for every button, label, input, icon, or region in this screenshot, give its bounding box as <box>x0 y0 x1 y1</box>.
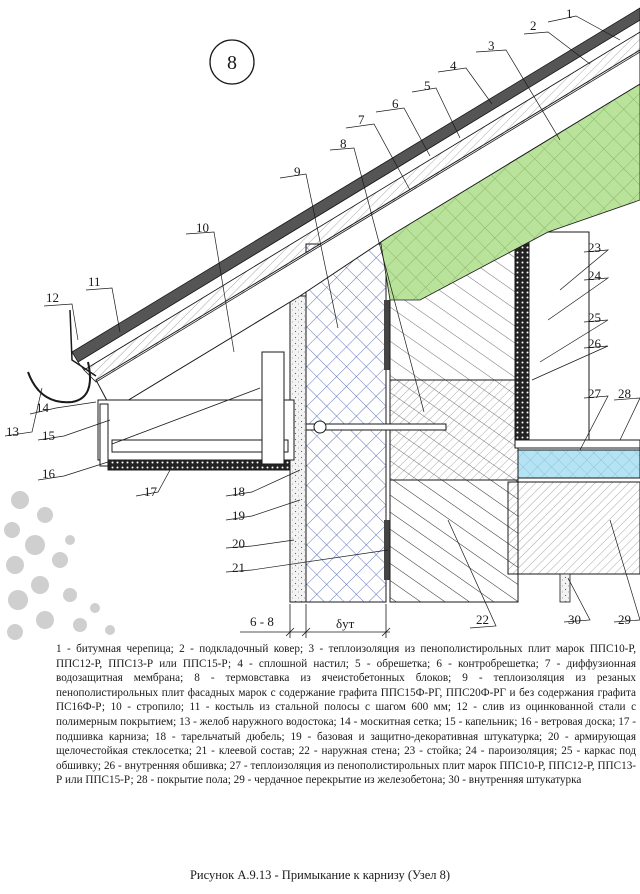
callout-18: 18 <box>232 484 245 499</box>
decorative-dots <box>4 491 115 640</box>
eave-assembly <box>97 351 295 471</box>
legend-item: 19 - базовая и защитно-декоративная штук… <box>290 730 543 743</box>
callout-21: 21 <box>232 560 245 575</box>
callout-23: 23 <box>588 240 601 255</box>
callout-30: 30 <box>568 612 581 627</box>
figure-caption: Рисунок А.9.13 - Примыкание к карнизу (У… <box>189 868 451 882</box>
knee-wall-outer <box>514 231 530 441</box>
node-number: 8 <box>227 52 237 74</box>
legend-item: 8 - термовставка из ячеистобетонных блок… <box>194 672 452 685</box>
disc-dowel <box>305 420 447 434</box>
detail-drawing: 8 <box>4 6 640 640</box>
dimension-left: 6 - 8 <box>250 614 274 629</box>
legend-item: 6 - контробрешетка; <box>436 657 539 670</box>
legend-item: 5 - обрешетка; <box>355 657 431 670</box>
callout-26: 26 <box>588 336 602 351</box>
callout-27: 27 <box>588 386 602 401</box>
callout-17: 17 <box>144 484 158 499</box>
legend-item: 2 - подкладочный ковер; <box>179 643 304 655</box>
attic-slab <box>507 481 640 575</box>
legend-item: 24 - пароизоляция; <box>465 745 558 758</box>
callout-11: 11 <box>88 274 101 289</box>
legend-item: 25 - каркас под обшивку; <box>56 745 637 772</box>
legend-item: 26 - внутренняя обшивка; <box>103 759 227 772</box>
callout-2: 2 <box>530 18 537 33</box>
legend-item: 28 - покрытие пола; <box>136 774 231 787</box>
legend-item: 18 - тарельчатый дюбель; <box>154 730 285 743</box>
leader-lines <box>4 15 640 629</box>
callout-22: 22 <box>476 612 489 627</box>
legend-item: 11 - костыль из стальной полосы с шагом … <box>189 701 451 714</box>
callout-4: 4 <box>450 58 457 73</box>
legend-item: 16 - ветровая доска; <box>520 715 616 728</box>
legend-item: 20 - армирующая щелочестойкая стеклосетк… <box>56 730 637 758</box>
callout-19: 19 <box>232 508 245 523</box>
callout-3: 3 <box>488 38 495 53</box>
knee-wall-stand <box>528 231 590 441</box>
callout-13: 13 <box>6 424 19 439</box>
callout-29: 29 <box>618 612 631 627</box>
legend-item: 29 - чердачное перекрытие из железобетон… <box>233 774 446 787</box>
floor-insulation <box>517 449 640 479</box>
callout-12: 12 <box>46 290 59 305</box>
gutter <box>27 309 97 404</box>
legend-item: 10 - стропило; <box>110 701 184 714</box>
legend-item: 1 - битумная черепица; <box>56 643 174 655</box>
legend-item: 15 - капельник; <box>444 715 518 728</box>
callout-24: 24 <box>588 268 602 283</box>
callout-20: 20 <box>232 536 245 551</box>
callout-25: 25 <box>588 310 601 325</box>
legend-item: 14 - москитная сетка; <box>339 715 442 728</box>
legend-item: 30 - внутренняя штукатурка <box>448 774 582 787</box>
internal-plaster <box>559 573 571 603</box>
dimension-line <box>240 604 391 638</box>
callout-15: 15 <box>42 428 55 443</box>
callout-28: 28 <box>618 386 631 401</box>
legend-item: 3 - теплоизоляция из пенополистирольных … <box>56 643 637 670</box>
legend-item: 9 - теплоизоляция из резаных пенополисти… <box>56 672 637 714</box>
callout-5: 5 <box>424 78 431 93</box>
legend-item: 12 - слив из оцинкованной стали с полиме… <box>56 701 637 728</box>
callout-1: 1 <box>566 6 573 21</box>
legend-item: 7 - диффузионная водозащитная мембрана; <box>56 657 636 685</box>
legend-item: 13 - желоб наружного водостока; <box>179 715 337 728</box>
callout-16: 16 <box>42 466 56 481</box>
legend-item: 4 - сплошной настил; <box>237 657 349 670</box>
legend-item: 23 - стойка; <box>404 745 462 758</box>
callout-6: 6 <box>392 96 399 111</box>
callout-7: 7 <box>358 112 365 127</box>
wall-lower <box>389 479 519 603</box>
legend: 1 - битумная черепица; 2 - подкладочный … <box>56 642 636 788</box>
dimension-insulation: δут <box>336 616 355 631</box>
legend-item: 22 - наружная стена; <box>298 745 401 758</box>
roof-insulation <box>379 79 640 301</box>
callout-labels: 1 2 3 4 5 6 7 8 9 10 11 12 13 14 15 16 1… <box>6 6 631 627</box>
callout-14: 14 <box>36 400 50 415</box>
shingles <box>71 7 640 363</box>
legend-item: 27 - теплоизоляция из пенополистирольных… <box>56 759 637 787</box>
legend-item: 17 - подшивка карниза; <box>56 715 637 743</box>
node-number-marker: 8 <box>209 39 255 85</box>
inner-lining <box>514 439 640 449</box>
callout-10: 10 <box>196 220 209 235</box>
callout-8: 8 <box>340 136 347 151</box>
legend-item: 21 - клеевой состав; <box>195 745 295 758</box>
glue-strip <box>384 300 390 370</box>
callout-9: 9 <box>294 164 301 179</box>
